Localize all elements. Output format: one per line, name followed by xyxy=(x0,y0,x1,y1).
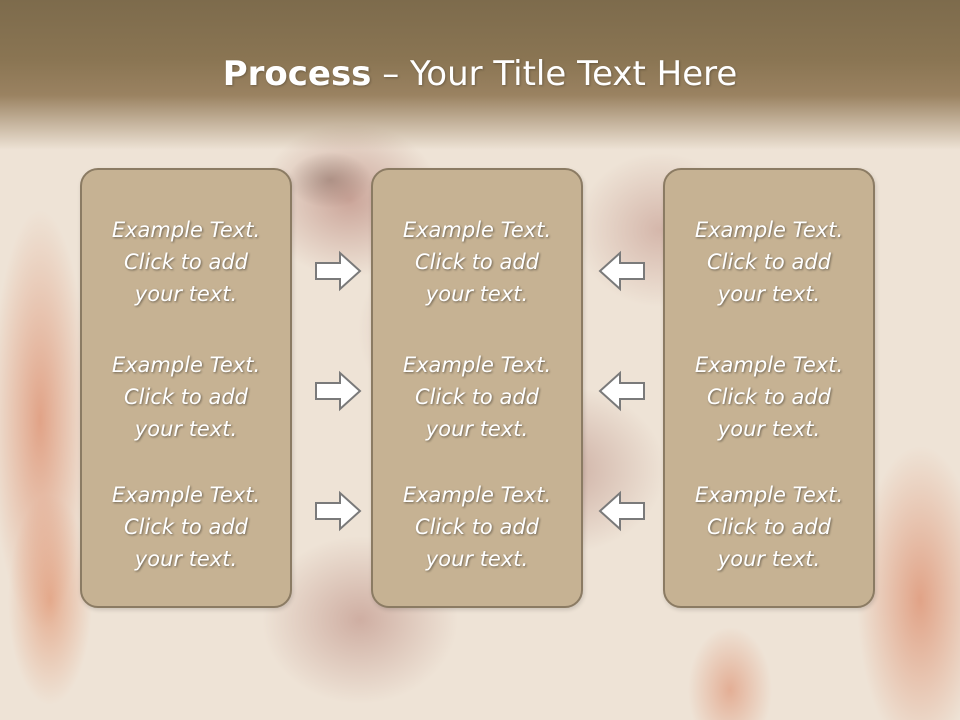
left-arrow-icon xyxy=(598,490,645,532)
column-right-text-1[interactable]: Example Text. Click to add your text. xyxy=(694,218,844,306)
right-arrow-icon xyxy=(315,370,362,412)
process-column-right: Example Text. Click to add your text. Ex… xyxy=(663,168,875,608)
process-column-left: Example Text. Click to add your text. Ex… xyxy=(80,168,292,608)
left-arrow-icon xyxy=(598,370,645,412)
column-left-text-1[interactable]: Example Text. Click to add your text. xyxy=(111,218,261,306)
column-right-text-3[interactable]: Example Text. Click to add your text. xyxy=(694,483,844,571)
slide-title[interactable]: Process – Your Title Text Here xyxy=(0,52,960,96)
title-rest: – Your Title Text Here xyxy=(371,54,738,94)
left-arrow-icon xyxy=(598,250,645,292)
process-column-center: Example Text. Click to add your text. Ex… xyxy=(371,168,583,608)
column-right-text-2[interactable]: Example Text. Click to add your text. xyxy=(694,353,844,441)
right-arrow-icon xyxy=(315,250,362,292)
title-bold: Process xyxy=(222,54,372,94)
column-center-text-2[interactable]: Example Text. Click to add your text. xyxy=(402,353,552,441)
column-left-text-3[interactable]: Example Text. Click to add your text. xyxy=(111,483,261,571)
column-left-text-2[interactable]: Example Text. Click to add your text. xyxy=(111,353,261,441)
column-center-text-1[interactable]: Example Text. Click to add your text. xyxy=(402,218,552,306)
title-band xyxy=(0,0,960,150)
right-arrow-icon xyxy=(315,490,362,532)
column-center-text-3[interactable]: Example Text. Click to add your text. xyxy=(402,483,552,571)
